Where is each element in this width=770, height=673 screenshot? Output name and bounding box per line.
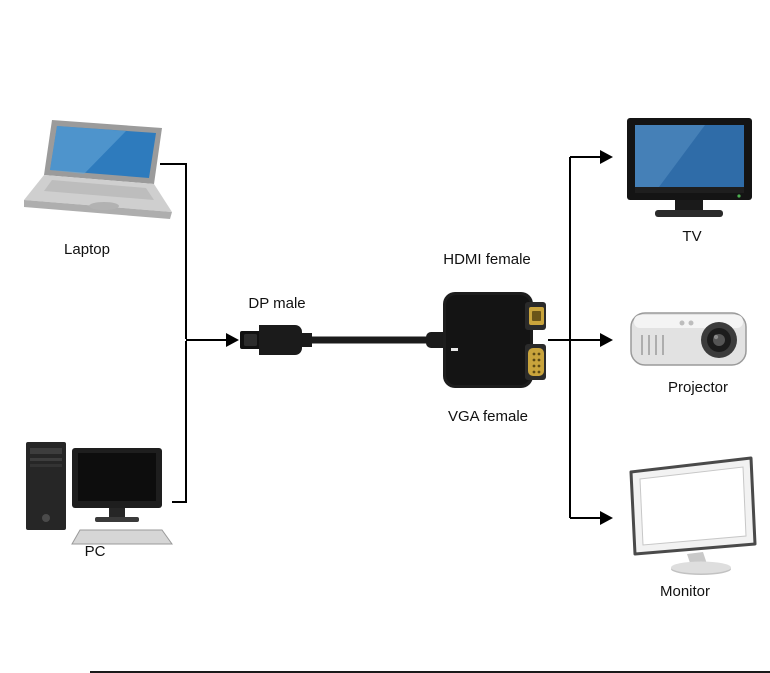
vga-port — [525, 344, 546, 380]
projector-label: Projector — [667, 379, 729, 396]
hdmi-port — [525, 302, 546, 330]
tv-arrowhead — [600, 150, 613, 164]
bottom-border-line — [90, 671, 770, 673]
laptop-label: Laptop — [64, 241, 110, 258]
dp-cable — [240, 325, 450, 355]
adapter-illustration — [443, 292, 546, 388]
hdmi-female-label: HDMI female — [443, 251, 531, 268]
monitor-label: Monitor — [659, 583, 711, 600]
projector-illustration — [630, 312, 747, 366]
pc-illustration — [26, 442, 173, 545]
projector-arrowhead — [600, 333, 613, 347]
dp-male-label: DP male — [248, 295, 306, 312]
monitor-arrowhead — [600, 511, 613, 525]
laptop-illustration — [24, 120, 172, 219]
tv-label: TV — [682, 228, 702, 245]
tv-illustration — [627, 118, 752, 217]
pc-label: PC — [84, 543, 106, 560]
output-connector-lines — [548, 156, 600, 519]
monitor-illustration — [629, 456, 757, 575]
vga-female-label: VGA female — [447, 408, 529, 425]
dp-arrowhead — [226, 333, 239, 347]
